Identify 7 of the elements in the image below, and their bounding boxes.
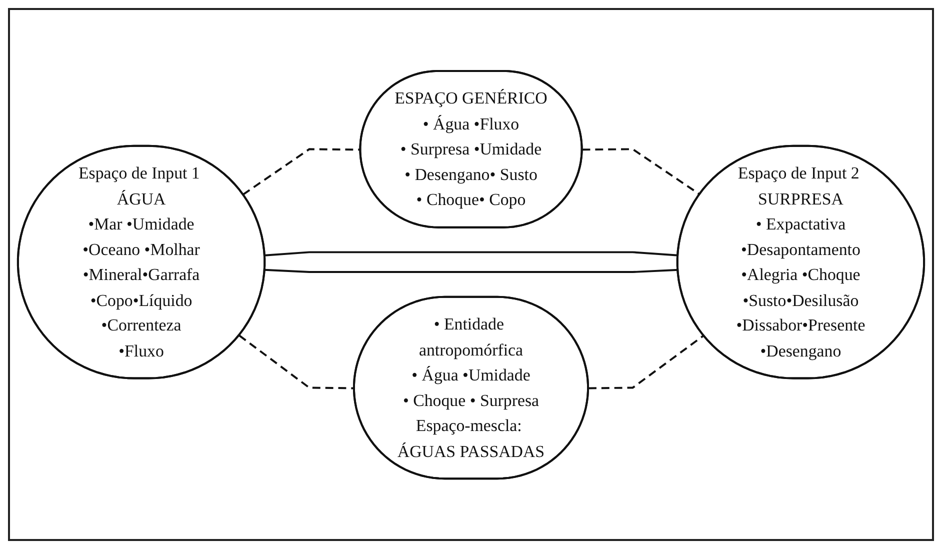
connector	[588, 334, 704, 389]
connector	[238, 334, 354, 389]
connector	[264, 268, 678, 273]
connector	[582, 148, 700, 196]
connector	[264, 250, 678, 256]
diagram-frame: ESPAÇO GENÉRICO • Água •Fluxo • Surpresa •Umidade • Desengano• Susto • Choque• Copo Espaço de Input 1 ÁGUA •Mar •Umidade •Oceano •Molhar •Mineral•Garrafa •Copo•Líquido •Correnteza •Fluxo Espaço de Input 2 SURPRESA • Expactativa •Desapontamento •Alegria •Choque •Susto•Desilusão •Dissabor•Presente •Desengano • Entidade antropomórfica • Água •Umidade • Choque • Surpresa Espaço-mescla: ÁGUAS PASSADAS	[8, 8, 934, 541]
connector	[242, 148, 361, 196]
